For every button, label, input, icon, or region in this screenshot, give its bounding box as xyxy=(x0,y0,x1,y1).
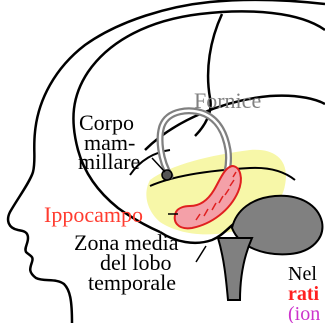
brainstem xyxy=(218,238,252,300)
mammillary-body xyxy=(162,170,172,180)
zona-pointer xyxy=(196,246,206,262)
caption-line-2: rati xyxy=(288,283,320,305)
caption-line-1: Nel xyxy=(288,263,317,285)
caption-line-3: (ion xyxy=(288,303,320,323)
label-millare: millare xyxy=(78,149,140,174)
label-temporale: temporale xyxy=(88,270,176,295)
label-ippocampo: Ippocampo xyxy=(44,202,143,227)
label-fornice: Fornice xyxy=(194,88,261,113)
